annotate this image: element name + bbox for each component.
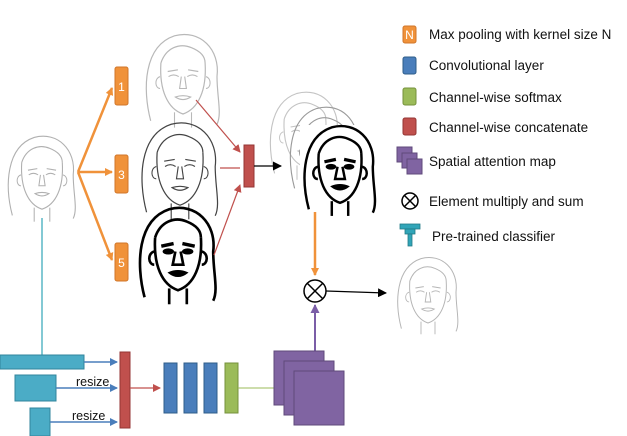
legend-item-concat: Channel-wise concatenate (402, 117, 588, 136)
concat-block-top (243, 144, 255, 188)
output-face-image (397, 257, 459, 335)
features-to-concat-arrows (50, 358, 118, 426)
pooled-face-k5 (138, 206, 218, 307)
stacked-purple-squares-icon (396, 146, 423, 175)
softmax-layer (224, 362, 239, 414)
pooled-face-k3 (141, 122, 219, 220)
max-pool-k3-label: 3 (118, 168, 125, 182)
legend-item-conv: Convolutional layer (402, 56, 544, 75)
concatenated-faces-stack (269, 91, 377, 218)
max-pool-k1: 1 (114, 66, 129, 106)
max-pool-k5: 5 (114, 242, 129, 282)
max-pool-k3: 3 (114, 154, 129, 194)
pooled-to-concat-arrows (195, 99, 242, 256)
input-to-pooling-arrows (76, 87, 114, 261)
legend-label-max-pooling: Max pooling with kernel size N (429, 27, 611, 42)
legend-label-conv: Convolutional layer (429, 58, 544, 73)
legend-item-attention-map: Spatial attention map (396, 146, 556, 175)
legend-label-concat: Channel-wise concatenate (429, 120, 588, 135)
max-pool-k1-label: 1 (118, 80, 125, 94)
feature-map-small (29, 407, 51, 436)
blue-box-icon (402, 56, 417, 75)
element-multiply-sum-node (303, 279, 327, 303)
multiply-to-output-arrow (325, 288, 387, 298)
legend: N Max pooling with kernel size N Convolu… (396, 25, 611, 247)
feature-map-large (0, 354, 85, 370)
red-box-icon (402, 117, 417, 136)
concat-block-bottom (119, 351, 131, 429)
feature-maps (0, 354, 85, 436)
input-face-image (7, 135, 76, 223)
legend-item-softmax: Channel-wise softmax (402, 87, 562, 106)
legend-item-classifier: Pre-trained classifier (399, 223, 556, 247)
legend-label-softmax: Channel-wise softmax (429, 90, 562, 105)
legend-label-classifier: Pre-trained classifier (432, 229, 556, 244)
classifier-icon (399, 223, 421, 247)
feature-map-medium (14, 374, 57, 402)
conv-layers (163, 362, 218, 414)
resize-label-1: resize (76, 375, 109, 389)
legend-item-multiply: Element multiply and sum (401, 192, 584, 210)
circled-times-icon (401, 192, 419, 210)
legend-badge-n: N (405, 28, 414, 42)
max-pool-k5-label: 5 (118, 256, 125, 270)
conv-layer-3 (203, 362, 218, 414)
conv-layer-2 (183, 362, 198, 414)
legend-item-max-pooling: N Max pooling with kernel size N (402, 25, 611, 44)
legend-label-attention-map: Spatial attention map (429, 154, 556, 169)
spatial-attention-maps (273, 350, 345, 426)
conv-layer-1 (163, 362, 178, 414)
green-box-icon (402, 87, 417, 106)
resize-label-2: resize (72, 409, 105, 423)
orange-box-icon (402, 25, 417, 44)
legend-label-multiply: Element multiply and sum (429, 194, 584, 209)
